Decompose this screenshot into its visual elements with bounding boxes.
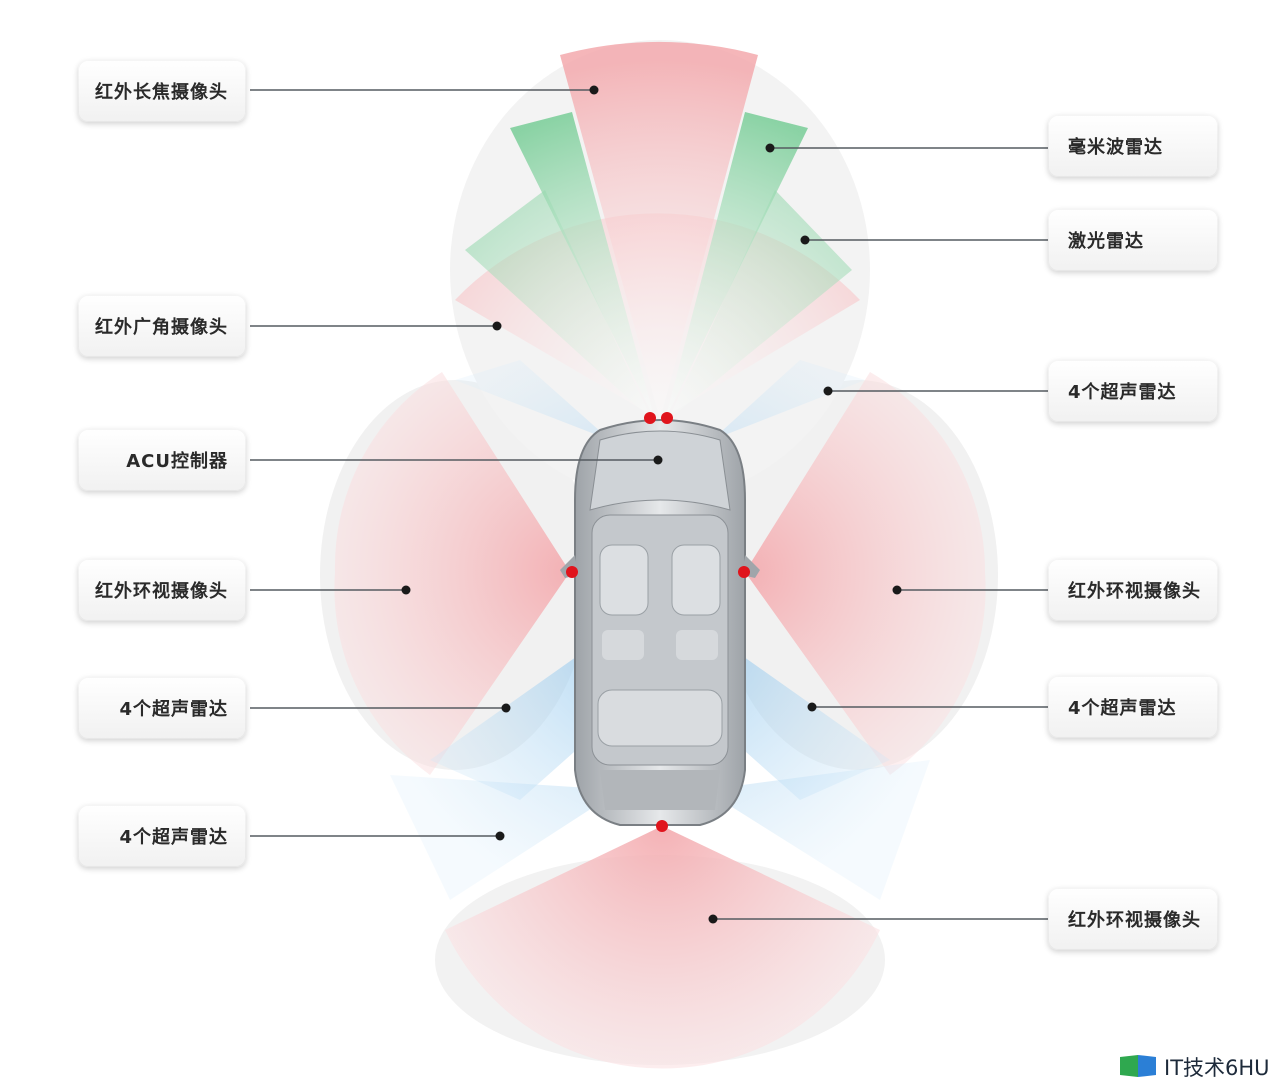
label-ultrasonic-radar-right-2: 4个超声雷达	[1048, 676, 1218, 738]
label-text: 4个超声雷达	[119, 827, 228, 848]
right-mirror-sensor	[738, 566, 750, 578]
label-text: 毫米波雷达	[1068, 137, 1163, 158]
label-text: ACU控制器	[126, 451, 228, 472]
label-ir-surround-camera-rear: 红外环视摄像头	[1048, 888, 1218, 950]
car	[560, 419, 760, 826]
ultrasonic-side-left-zone	[430, 640, 610, 800]
lidar-zone-left	[465, 190, 652, 420]
ultrasonic-rear-left-zone	[390, 775, 620, 900]
mmwave-radar-zone-left	[510, 112, 655, 420]
label-ir-surround-camera-left: 红外环视摄像头	[78, 559, 246, 621]
rear-surround-camera-zone	[445, 826, 880, 1069]
mmwave-radar-zone-right	[665, 112, 808, 420]
label-text: 红外环视摄像头	[1068, 910, 1201, 931]
ultrasonic-side-right-zone	[710, 640, 890, 800]
logo-icon	[1120, 1055, 1156, 1077]
label-acu-controller: ACU控制器	[78, 429, 246, 491]
leader-dots	[401, 85, 902, 924]
label-mmwave-radar: 毫米波雷达	[1048, 115, 1218, 177]
ultrasonic-rear-right-zone	[705, 760, 930, 900]
left-mirror-sensor	[566, 566, 578, 578]
label-ultrasonic-radar-right-1: 4个超声雷达	[1048, 360, 1218, 422]
rear-sensor	[656, 820, 668, 832]
label-lidar: 激光雷达	[1048, 209, 1218, 271]
label-text: 4个超声雷达	[1068, 698, 1177, 719]
right-surround-camera-zone	[745, 372, 986, 775]
label-ir-surround-camera-right: 红外环视摄像头	[1048, 559, 1218, 621]
label-text: 红外广角摄像头	[95, 317, 228, 338]
label-ultrasonic-radar-left-1: 4个超声雷达	[78, 677, 246, 739]
left-surround-camera-zone	[334, 372, 570, 775]
ir-telephoto-camera-zone	[560, 41, 758, 421]
ultrasonic-front-left-zone	[455, 360, 610, 440]
watermark-text: IT技术6HU	[1164, 1056, 1270, 1080]
label-ir-wide-camera: 红外广角摄像头	[78, 295, 246, 357]
lidar-zone-right	[668, 190, 852, 420]
front-sensor-left	[644, 412, 656, 424]
label-text: 红外环视摄像头	[95, 581, 228, 602]
label-text: 激光雷达	[1068, 231, 1144, 252]
label-ir-telephoto-camera: 红外长焦摄像头	[78, 60, 246, 122]
sensor-markers	[566, 412, 750, 832]
label-text: 4个超声雷达	[119, 699, 228, 720]
label-text: 4个超声雷达	[1068, 382, 1177, 403]
watermark: IT技术6HU	[1118, 1052, 1270, 1082]
leader-lines	[250, 89, 1048, 920]
label-ultrasonic-radar-left-2: 4个超声雷达	[78, 805, 246, 867]
label-text: 红外长焦摄像头	[95, 82, 228, 103]
label-text: 红外环视摄像头	[1068, 581, 1201, 602]
front-sensor-right	[661, 412, 673, 424]
ultrasonic-front-right-zone	[712, 360, 865, 440]
